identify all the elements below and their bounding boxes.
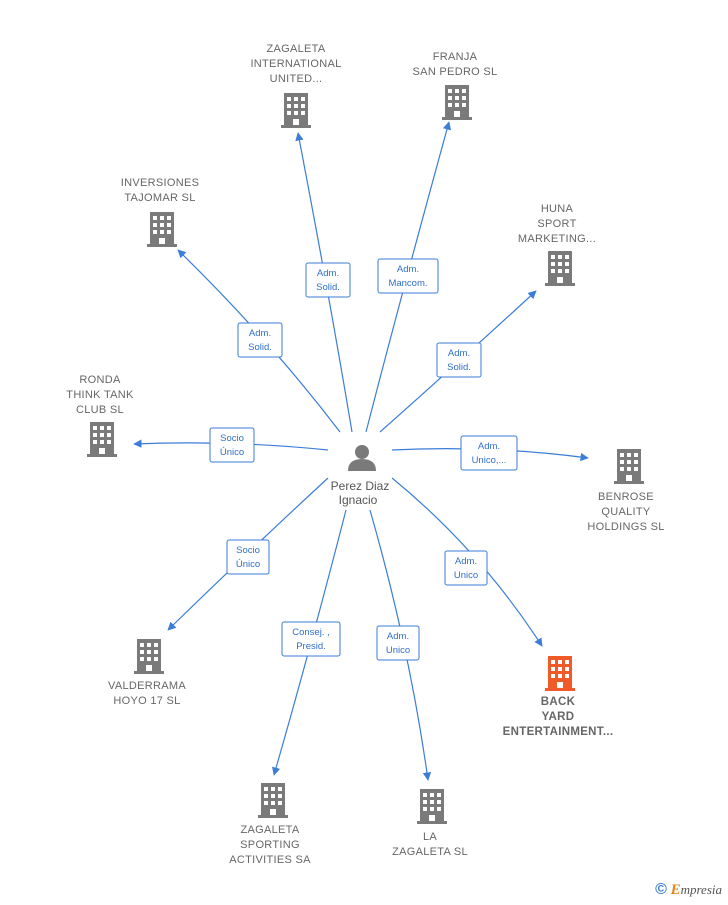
relation-text: Único <box>236 559 260 570</box>
relation-text: Adm. <box>397 264 419 275</box>
company-node-huna[interactable]: HUNA SPORT MARKETING... <box>518 203 596 286</box>
relation-text: Solid. <box>316 282 340 293</box>
company-node-valderrama[interactable]: VALDERRAMA HOYO 17 SL <box>108 639 186 707</box>
building-icon <box>281 93 311 128</box>
company-name-line: INVERSIONES <box>121 177 200 189</box>
center-person[interactable]: Perez Diaz Ignacio <box>331 445 390 507</box>
relation-box <box>377 258 439 294</box>
company-name-line: CLUB SL <box>76 404 124 416</box>
relation-text: Socio <box>220 433 244 444</box>
copyright-icon: © <box>655 881 667 898</box>
relation-box <box>444 550 488 586</box>
company-node-benrose[interactable]: BENROSE QUALITY HOLDINGS SL <box>587 449 664 533</box>
company-name-line: FRANJA <box>433 51 478 63</box>
relation-box <box>226 539 270 575</box>
company-node-inversiones[interactable]: INVERSIONES TAJOMAR SL <box>121 177 200 247</box>
relation-text: Adm. <box>455 556 477 567</box>
relation-label-la-zagaleta[interactable]: Adm. Unico <box>376 625 420 661</box>
relation-text: Solid. <box>248 342 272 353</box>
relation-text: Único <box>220 447 244 458</box>
company-name-line: INTERNATIONAL <box>250 58 341 70</box>
company-name-line: SPORTING <box>240 839 300 851</box>
company-node-la-zagaleta[interactable]: LA ZAGALETA SL <box>392 789 468 858</box>
company-name-line: UNITED... <box>270 73 323 85</box>
company-name-line: ENTERTAINMENT... <box>503 726 614 738</box>
company-name-line: ACTIVITIES SA <box>229 854 311 866</box>
building-icon <box>614 449 644 484</box>
company-name-line: ZAGALETA <box>240 824 299 836</box>
company-node-backyard[interactable]: BACK YARD ENTERTAINMENT... <box>503 656 614 738</box>
relation-label-backyard[interactable]: Adm. Unico <box>444 550 488 586</box>
person-icon <box>348 445 376 471</box>
relation-text: Unico <box>386 645 410 656</box>
relation-box <box>460 435 518 471</box>
company-node-ronda[interactable]: RONDA THINK TANK CLUB SL <box>66 374 134 457</box>
relation-text: Socio <box>236 545 260 556</box>
relation-text: Adm. <box>448 348 470 359</box>
relation-text: Adm. <box>249 328 271 339</box>
relation-box <box>436 342 482 378</box>
company-name-line: MARKETING... <box>518 233 596 245</box>
relation-box <box>209 427 255 463</box>
relation-text: Solid. <box>447 362 471 373</box>
company-name-line: THINK TANK <box>66 389 134 401</box>
company-node-franja[interactable]: FRANJA SAN PEDRO SL <box>413 51 498 120</box>
company-name-line: HUNA <box>541 203 574 215</box>
building-icon <box>545 251 575 286</box>
company-node-zagaleta-intl[interactable]: ZAGALETA INTERNATIONAL UNITED... <box>250 43 341 128</box>
company-name-line: HOLDINGS SL <box>587 521 664 533</box>
relation-box <box>237 322 283 358</box>
company-name-line: QUALITY <box>601 506 651 518</box>
empresia-logo: © Empresia <box>655 881 722 899</box>
company-name-line: VALDERRAMA <box>108 680 186 692</box>
building-icon <box>442 85 472 120</box>
building-icon <box>87 422 117 457</box>
company-name-line: RONDA <box>79 374 121 386</box>
company-name-line: BENROSE <box>598 491 654 503</box>
company-node-zagaleta-sporting[interactable]: ZAGALETA SPORTING ACTIVITIES SA <box>229 783 311 866</box>
company-name-line: ZAGALETA <box>266 43 325 55</box>
brand-initial: E <box>670 882 681 898</box>
brand-rest: mpresia <box>680 882 722 897</box>
building-icon <box>258 783 288 818</box>
building-icon <box>134 639 164 674</box>
relation-label-huna[interactable]: Adm. Solid. <box>436 342 482 378</box>
relation-box <box>305 262 351 298</box>
company-name-line: BACK <box>541 696 576 708</box>
building-icon <box>417 789 447 824</box>
relation-text: Mancom. <box>388 278 427 289</box>
relation-text: Consej. , <box>292 627 330 638</box>
relation-label-benrose[interactable]: Adm. Unico,... <box>460 435 518 471</box>
relation-text: Adm. <box>317 268 339 279</box>
building-icon <box>545 656 575 691</box>
relation-label-zagaleta-sporting[interactable]: Consej. , Presid. <box>281 621 341 657</box>
relation-box <box>281 621 341 657</box>
company-name-line: LA <box>423 831 437 843</box>
company-name-line: YARD <box>542 711 575 723</box>
company-name-line: ZAGALETA SL <box>392 846 468 858</box>
relation-text: Adm. <box>478 441 500 452</box>
relation-box <box>376 625 420 661</box>
company-name-line: SAN PEDRO SL <box>413 66 498 78</box>
relation-label-franja[interactable]: Adm. Mancom. <box>377 258 439 294</box>
relation-text: Adm. <box>387 631 409 642</box>
center-name-line-1: Perez Diaz <box>331 479 390 493</box>
building-icon <box>147 212 177 247</box>
relation-label-zagaleta-intl[interactable]: Adm. Solid. <box>305 262 351 298</box>
relation-text: Unico,... <box>472 455 507 466</box>
company-name-line: SPORT <box>537 218 576 230</box>
center-name-line-2: Ignacio <box>339 493 378 507</box>
relation-label-inversiones[interactable]: Adm. Solid. <box>237 322 283 358</box>
company-name-line: HOYO 17 SL <box>113 695 180 707</box>
relation-text: Unico <box>454 570 478 581</box>
relation-text: Presid. <box>296 641 326 652</box>
company-name-line: TAJOMAR SL <box>124 192 195 204</box>
